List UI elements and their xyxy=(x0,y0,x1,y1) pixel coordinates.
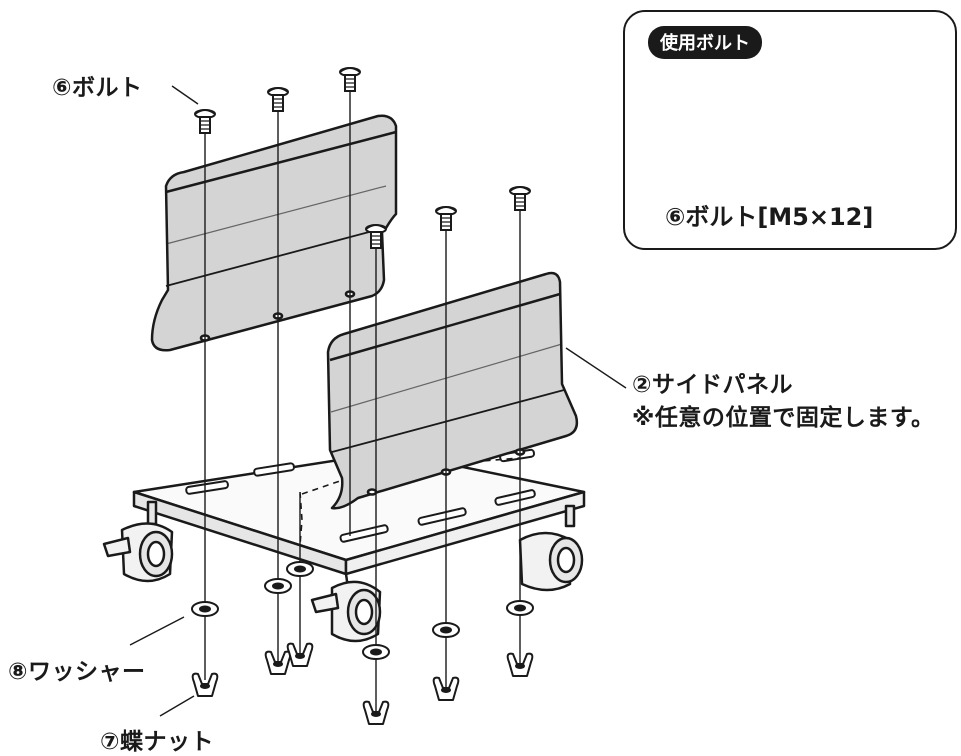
washer-3 xyxy=(286,561,314,577)
washer-2 xyxy=(264,578,292,594)
bolt-inset-box xyxy=(623,10,957,250)
label-washer: ⑧ワッシャー xyxy=(8,659,146,685)
base-slots xyxy=(185,448,536,543)
washer-4 xyxy=(362,644,390,660)
side-panel-left xyxy=(150,114,398,352)
label-wing-nut: ⑦蝶ナット xyxy=(100,729,214,755)
label-side-panel-title: ②サイドパネル xyxy=(632,372,793,398)
washer-6 xyxy=(506,600,534,616)
label-bolt: ⑥ボルト xyxy=(52,75,143,101)
label-side-panel: ②サイドパネル ※任意の位置で固定します。 xyxy=(632,369,935,435)
wing-nut-5 xyxy=(432,676,460,701)
bolts xyxy=(194,67,531,249)
wing-nut-2 xyxy=(264,650,292,675)
label-side-panel-note: ※任意の位置で固定します。 xyxy=(632,405,935,431)
washer-5 xyxy=(432,622,460,638)
base-plate xyxy=(132,448,586,592)
bolt-5 xyxy=(435,206,457,231)
wing-nut-3 xyxy=(286,642,314,667)
bolt-1 xyxy=(194,109,216,134)
wing-nut-1 xyxy=(191,672,219,697)
washers xyxy=(191,561,534,660)
caster-front-left xyxy=(310,580,382,643)
bolt-4 xyxy=(365,224,387,249)
side-panel-right xyxy=(326,271,579,510)
wing-nuts xyxy=(191,642,534,725)
assembly-axes xyxy=(204,88,521,712)
bolt-3 xyxy=(339,67,361,92)
leader-lines xyxy=(129,85,627,717)
washer-1 xyxy=(191,601,219,617)
wing-nut-6 xyxy=(506,652,534,677)
wing-nut-4 xyxy=(362,700,390,725)
inset-title-badge: 使用ボルト xyxy=(648,26,762,59)
caster-front-right xyxy=(518,504,584,592)
caster-rear-left xyxy=(102,500,174,583)
bolt-6 xyxy=(509,186,531,211)
bolt-2 xyxy=(267,87,289,112)
inset-bolt-caption: ⑥ボルト[M5×12] xyxy=(665,203,874,231)
